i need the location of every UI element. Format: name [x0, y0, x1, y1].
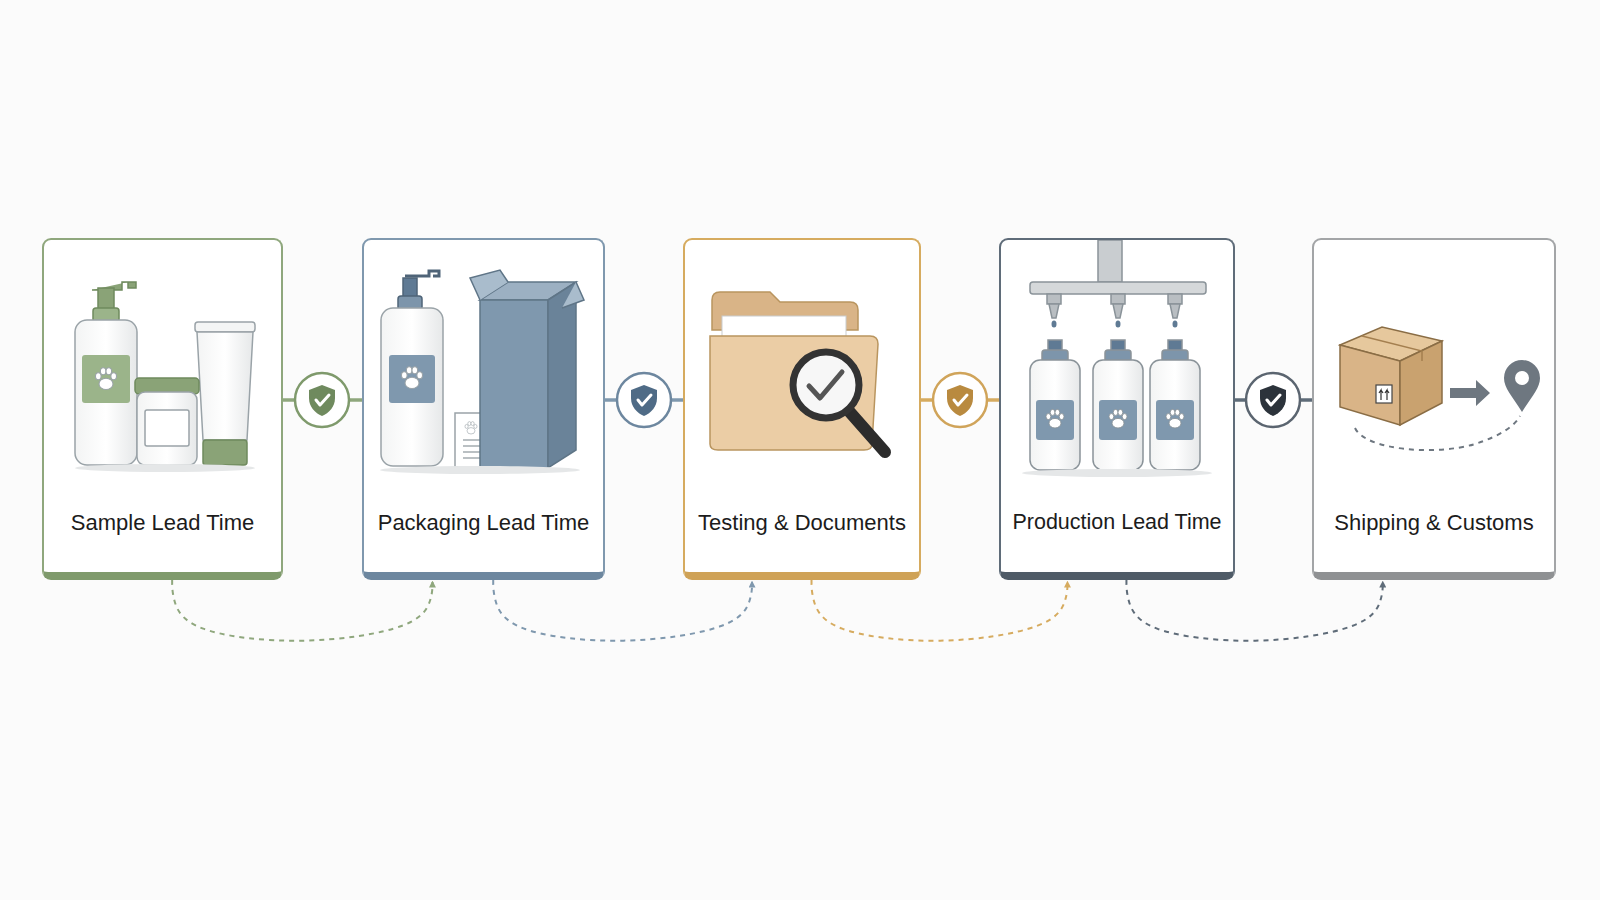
folder-magnifier	[710, 292, 885, 452]
box-fills	[43, 239, 1555, 577]
step-label: Shipping & Customs	[1314, 510, 1554, 536]
process-box: Packaging Lead Time	[362, 238, 605, 580]
filling-machine	[1022, 240, 1212, 477]
shield-badges	[295, 373, 1300, 427]
process-box: Shipping & Customs	[1312, 238, 1556, 580]
sample-bottles	[75, 282, 255, 472]
flow-arrow	[493, 580, 752, 641]
step-label: Sample Lead Time	[44, 510, 281, 536]
parcel-route	[1340, 327, 1540, 450]
step-label: Production Lead Time	[1001, 510, 1233, 535]
packaging-set	[380, 270, 584, 474]
flow-arrow	[172, 580, 432, 641]
process-box: Sample Lead Time	[42, 238, 283, 580]
flow-arrow	[1126, 580, 1382, 641]
step-label: Testing & Documents	[685, 510, 919, 536]
step-label: Packaging Lead Time	[364, 510, 603, 536]
process-box: Testing & Documents	[683, 238, 921, 580]
process-box: Production Lead Time	[999, 238, 1235, 580]
flow-arrow	[812, 580, 1068, 641]
